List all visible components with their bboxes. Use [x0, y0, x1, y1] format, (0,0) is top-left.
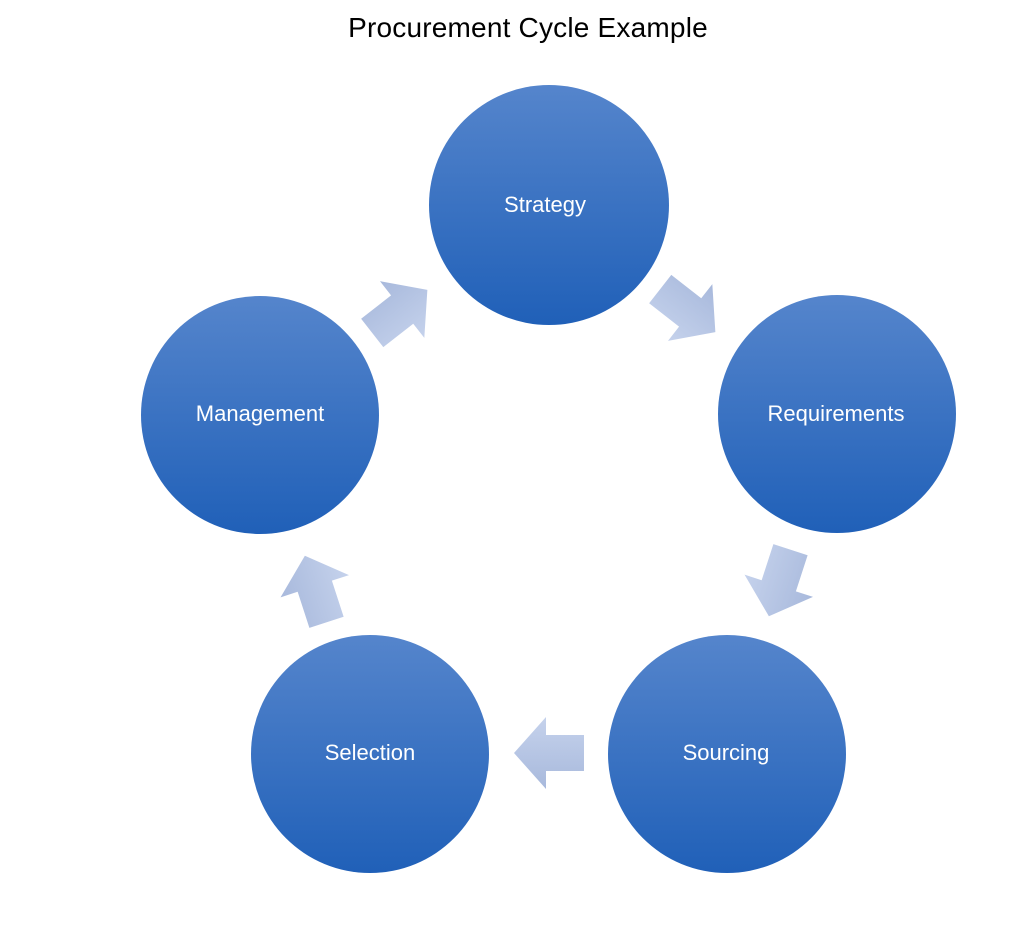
- node-requirements-label: Requirements: [768, 401, 905, 426]
- node-management-circle: [141, 296, 379, 534]
- node-strategy-circle: [429, 85, 669, 325]
- arrow-management-to-strategy: [361, 281, 428, 348]
- node-sourcing-circle: [608, 635, 846, 873]
- arrow-sourcing-to-selection: [514, 717, 584, 789]
- node-strategy-label: Strategy: [504, 192, 586, 217]
- node-selection-label: Selection: [325, 740, 416, 765]
- arrow-selection-to-management: [280, 555, 350, 628]
- node-management: Management: [141, 296, 379, 534]
- node-management-label: Management: [196, 401, 324, 426]
- diagram-title: Procurement Cycle Example: [348, 12, 708, 43]
- node-sourcing-label: Sourcing: [683, 740, 770, 765]
- node-sourcing: Sourcing: [608, 635, 846, 873]
- node-requirements-circle: [718, 295, 956, 533]
- node-requirements: Requirements: [718, 295, 956, 533]
- arrow-requirements-to-sourcing: [744, 544, 814, 617]
- node-selection: Selection: [251, 635, 489, 873]
- arrow-strategy-to-requirements: [649, 274, 716, 341]
- node-selection-circle: [251, 635, 489, 873]
- node-strategy: Strategy: [429, 85, 669, 325]
